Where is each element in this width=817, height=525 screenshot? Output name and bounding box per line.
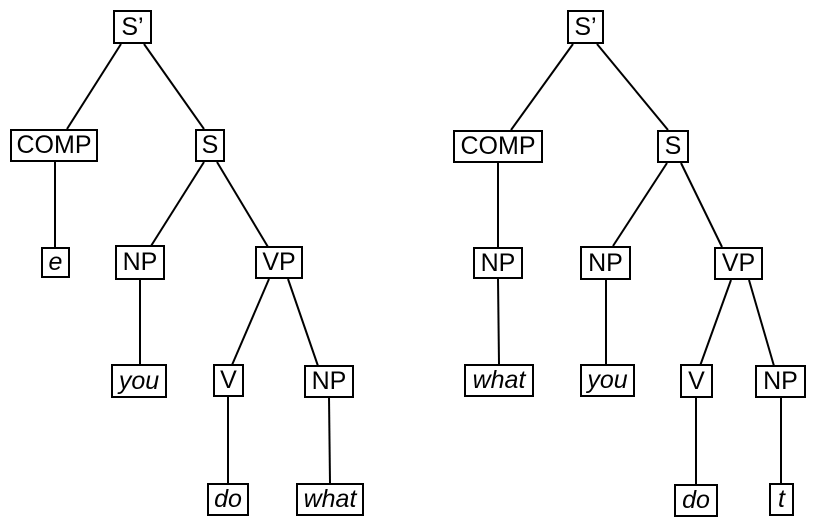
edge-right-sbar-s xyxy=(596,43,669,131)
left-tree-node-empty-e: e xyxy=(41,247,70,278)
right-tree-node-v: V xyxy=(680,364,713,398)
edge-right-sbar-comp xyxy=(510,43,574,131)
right-tree-node-word-you: you xyxy=(580,364,635,397)
edge-right-s-npsubj xyxy=(612,162,668,247)
edge-left-vp-v xyxy=(231,278,270,366)
left-tree-node-vp: VP xyxy=(255,246,303,279)
edge-right-vp-v xyxy=(699,279,732,367)
left-tree-node-v: V xyxy=(213,364,244,397)
edge-left-s-vp xyxy=(216,161,269,248)
edge-left-npobj-what xyxy=(328,396,331,484)
left-tree-node-np-object: NP xyxy=(304,365,354,398)
right-tree-node-comp: COMP xyxy=(453,130,543,163)
right-tree-node-vp: VP xyxy=(714,247,763,280)
edge-left-sbar-comp xyxy=(66,43,122,130)
right-tree-node-np-object: NP xyxy=(755,365,806,398)
left-tree-node-word-you: you xyxy=(111,364,167,398)
left-tree-node-s: S xyxy=(195,129,225,162)
left-tree-node-comp: COMP xyxy=(10,129,98,162)
edge-right-vp-npobj xyxy=(748,279,775,367)
right-tree-node-s-bar: S’ xyxy=(567,10,604,44)
left-tree-node-word-what: what xyxy=(296,483,364,516)
edge-right-npcomp-what xyxy=(497,278,500,365)
left-tree-node-s-bar: S’ xyxy=(113,10,152,44)
edge-left-vp-npobj xyxy=(287,278,319,367)
edge-right-s-vp xyxy=(680,162,723,248)
right-tree-node-np-comp: NP xyxy=(473,247,523,279)
left-tree-node-np-subject: NP xyxy=(115,245,165,280)
edge-left-sbar-s xyxy=(143,43,205,130)
right-tree-node-word-what: what xyxy=(464,364,534,397)
right-tree-node-word-do: do xyxy=(674,484,718,517)
right-tree-node-s: S xyxy=(657,130,689,163)
right-tree-node-np-subject: NP xyxy=(580,246,631,280)
left-tree-node-word-do: do xyxy=(207,483,249,516)
edge-left-s-npsubj xyxy=(150,161,205,247)
right-tree-node-trace-t: t xyxy=(769,483,794,516)
